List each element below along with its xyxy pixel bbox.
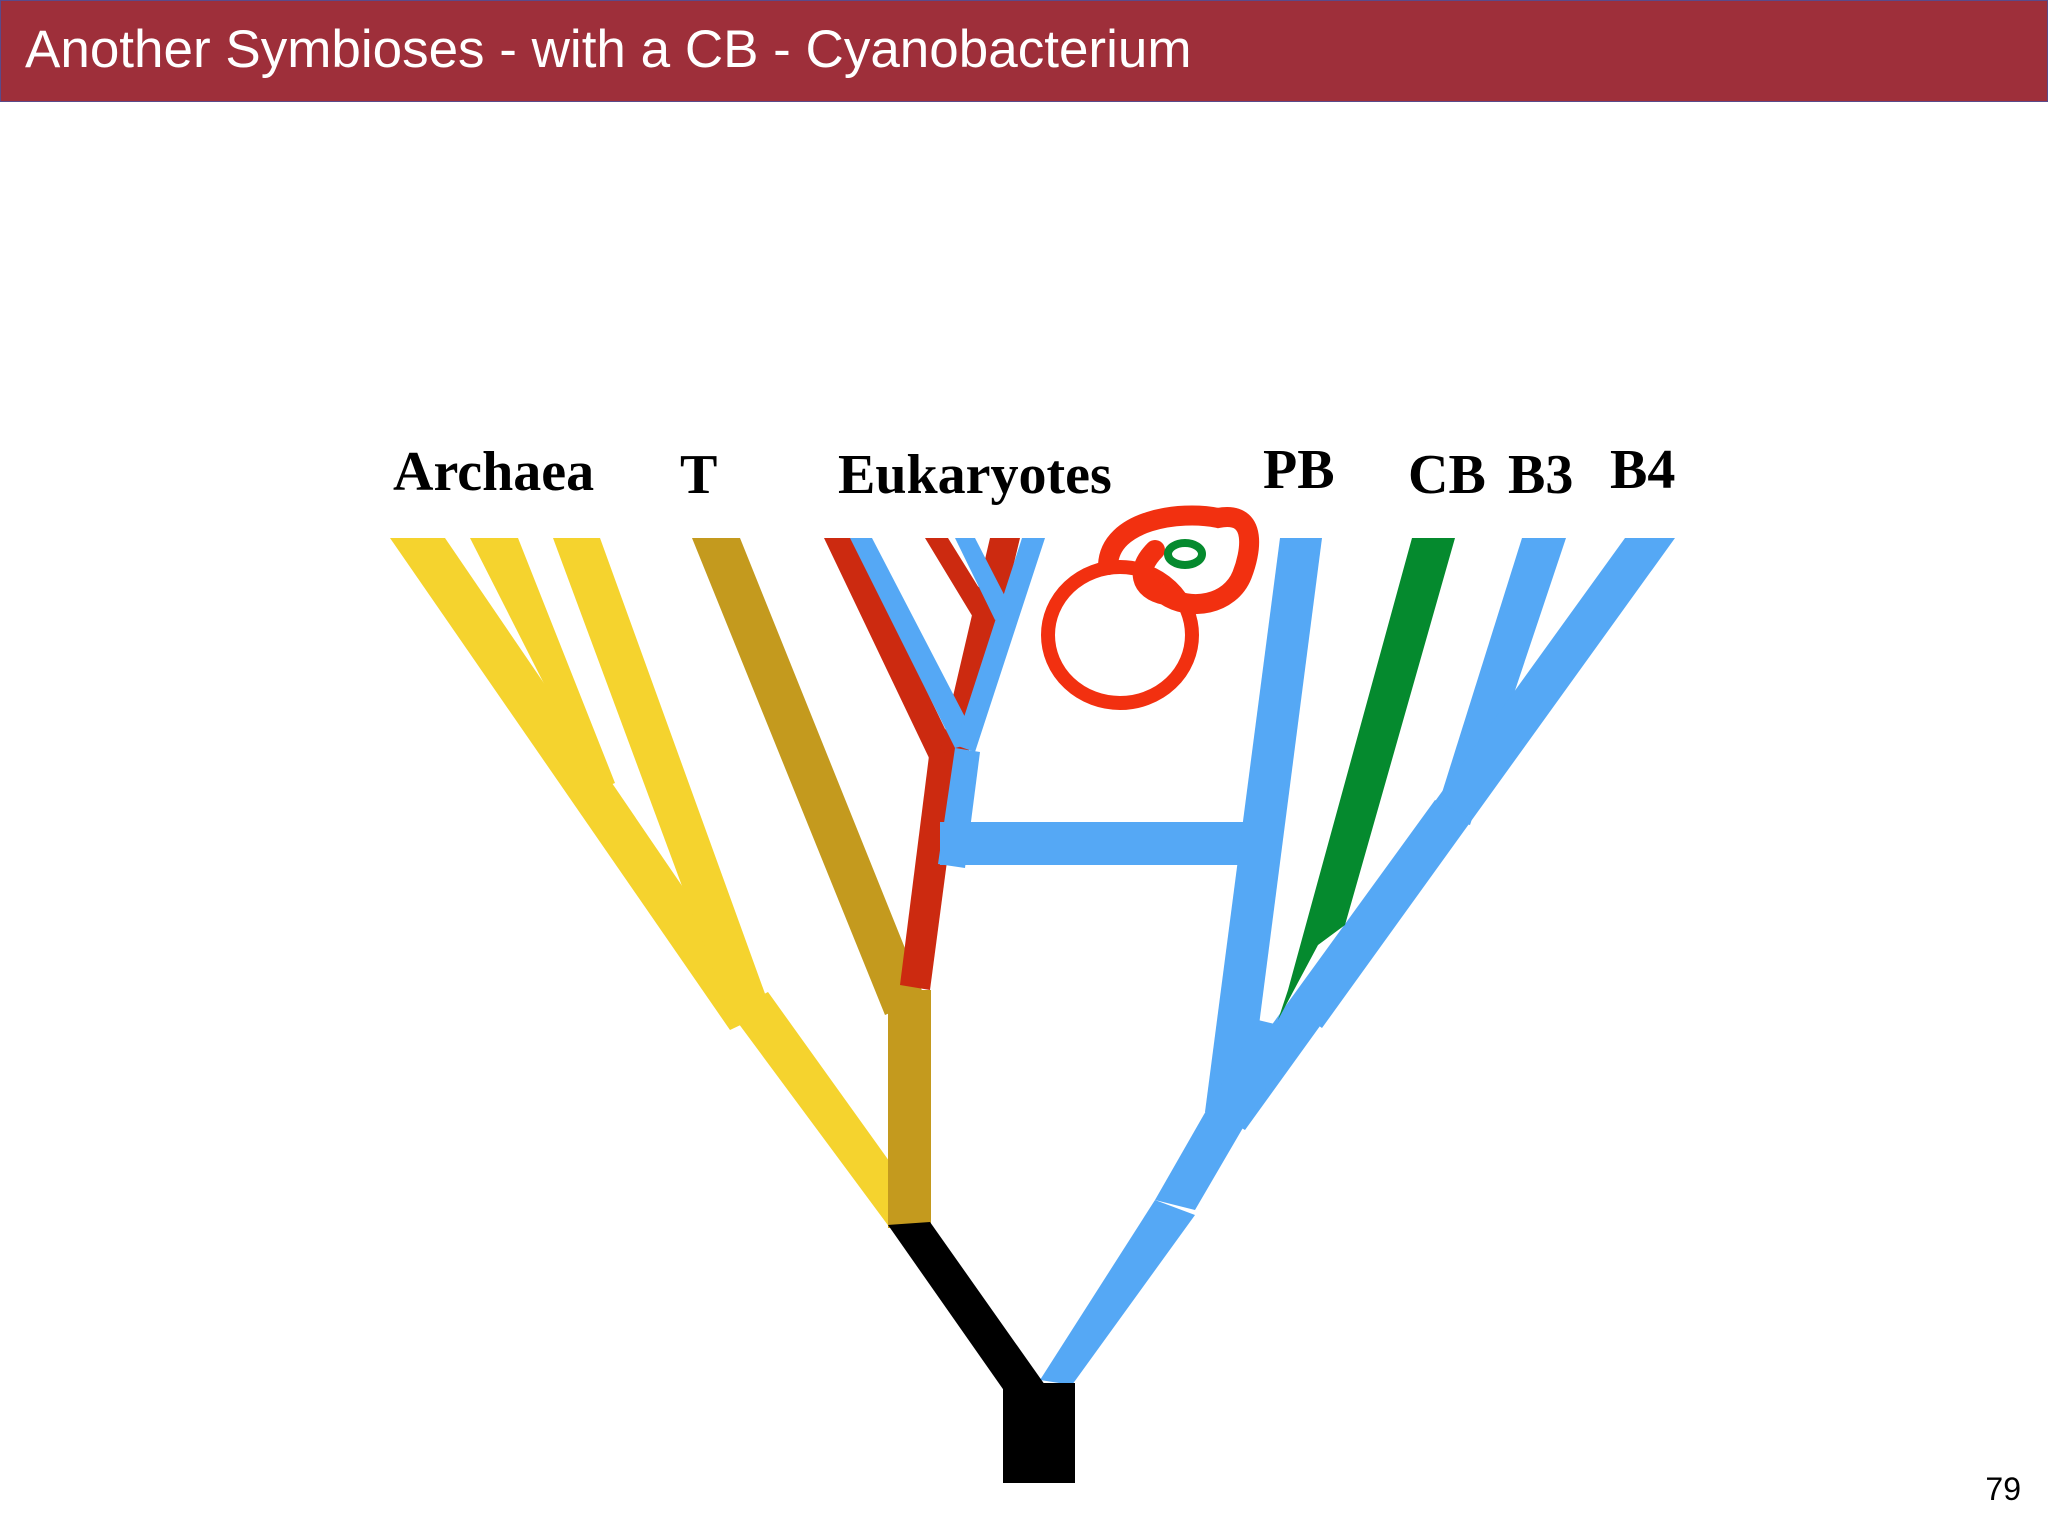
cb-branch-shape	[1278, 538, 1455, 1020]
label-archaea: Archaea	[393, 441, 594, 503]
label-b4: B4	[1610, 439, 1675, 501]
t-branch-stem	[888, 990, 931, 1228]
eukaryote-red-left-arm	[824, 538, 960, 760]
page-number: 79	[1985, 1471, 2021, 1507]
root-left-arm	[888, 1222, 1045, 1392]
eukaryote-red-fork	[925, 538, 1005, 642]
pb-branch	[1205, 538, 1322, 1118]
host-cell-outline	[1041, 560, 1199, 710]
archaea-branches	[390, 538, 930, 1228]
bacteria-lower-trunk	[1040, 1200, 1195, 1385]
symbiosis-cell-icon	[1041, 505, 1260, 710]
cyanobacterium-icon	[1164, 539, 1206, 569]
root	[888, 1222, 1075, 1483]
t-branch	[692, 538, 931, 1228]
archaea-branch-middle	[470, 538, 615, 790]
label-b3: B3	[1508, 444, 1573, 506]
bacteria-blue-branches	[1040, 538, 1675, 1385]
eukaryote-blue-lineage	[850, 538, 1245, 868]
symbiosis-connector	[940, 822, 1245, 865]
label-eukaryotes: Eukaryotes	[838, 444, 1112, 506]
slide-title: Another Symbioses - with a CB - Cyanobac…	[25, 20, 1192, 79]
archaea-branch-left	[390, 538, 768, 1030]
bacteria-mid-trunk	[1155, 1020, 1300, 1210]
root-stem	[1003, 1383, 1075, 1483]
eukaryote-blue-fork	[955, 538, 1012, 620]
eukaryote-blue-left-arm	[850, 538, 978, 748]
title-bar: Another Symbioses - with a CB - Cyanobac…	[0, 0, 2048, 102]
eukaryote-blue-right-arm	[955, 538, 1045, 752]
t-branch-upper	[692, 538, 925, 1015]
engulfing-cell-outline	[1098, 505, 1260, 615]
archaea-branch-right	[553, 538, 768, 1002]
label-t: T	[680, 444, 717, 506]
label-pb: PB	[1263, 439, 1335, 501]
label-cb: CB	[1408, 444, 1486, 506]
archaea-lower-branch	[730, 992, 930, 1228]
cb-branch	[1278, 538, 1455, 1020]
b3-branch	[1435, 538, 1566, 825]
